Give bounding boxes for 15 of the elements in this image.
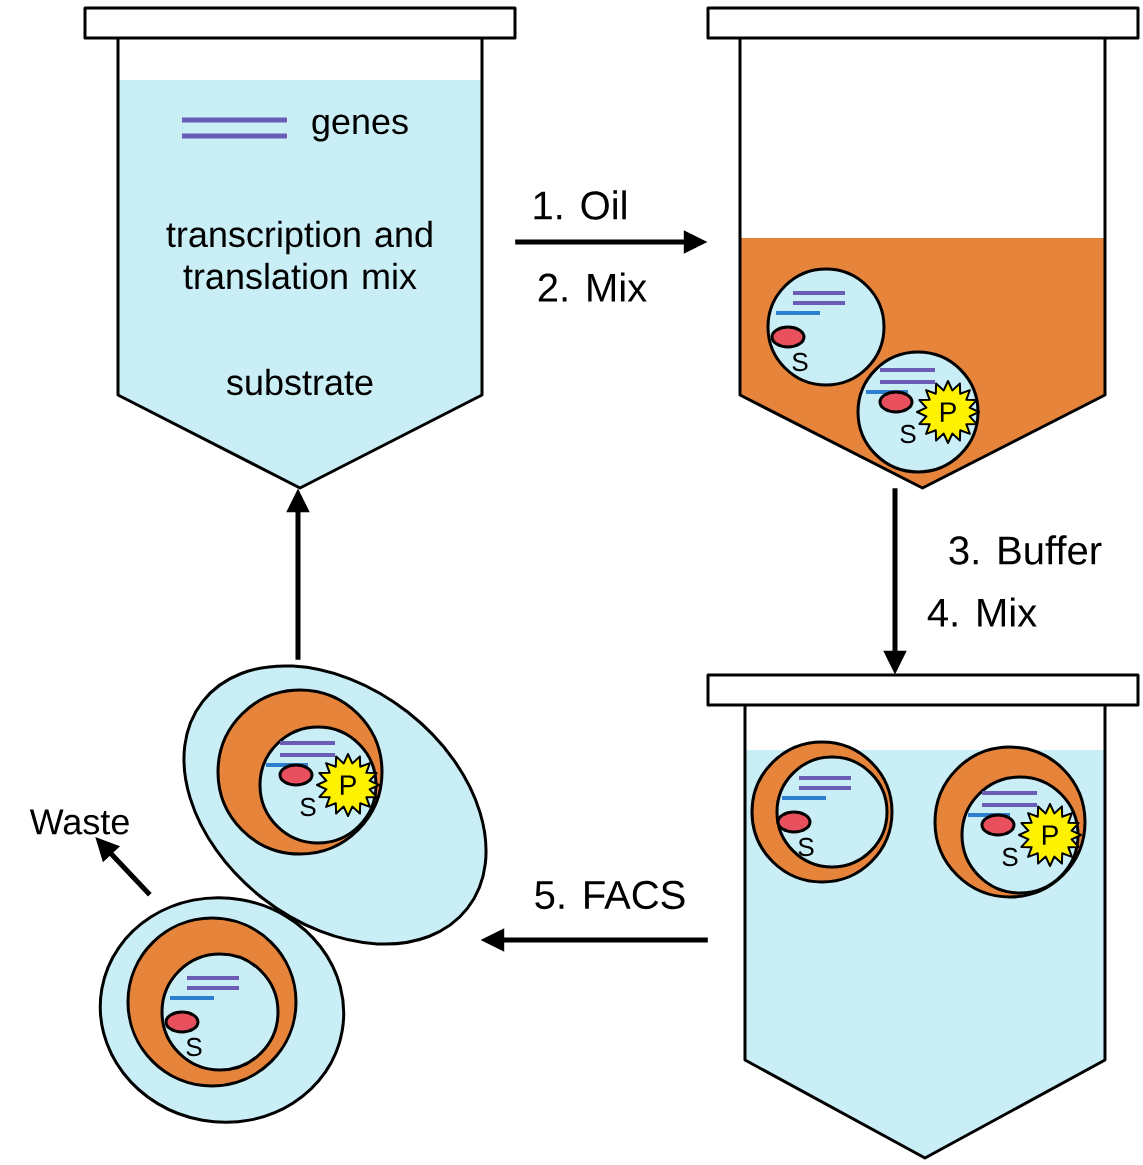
step-label: 2. Mix <box>538 272 647 302</box>
step-label: 5. FACS <box>531 878 689 912</box>
step-label: 4. Mix <box>927 597 1037 627</box>
output-label: Waste <box>29 809 129 835</box>
droplet-label: P <box>1042 825 1058 845</box>
droplet-label: S <box>1002 847 1018 867</box>
droplet-label: P <box>340 775 356 795</box>
droplet-label: S <box>798 837 814 857</box>
droplet-label: P <box>940 402 956 422</box>
step-label: 1. Oil <box>529 188 631 222</box>
step-label: 3. Buffer <box>945 533 1105 567</box>
droplet-label: S <box>792 352 808 372</box>
droplet-label: S <box>300 797 316 817</box>
droplet-label: S <box>900 424 916 444</box>
droplet-label: S <box>186 1037 202 1057</box>
